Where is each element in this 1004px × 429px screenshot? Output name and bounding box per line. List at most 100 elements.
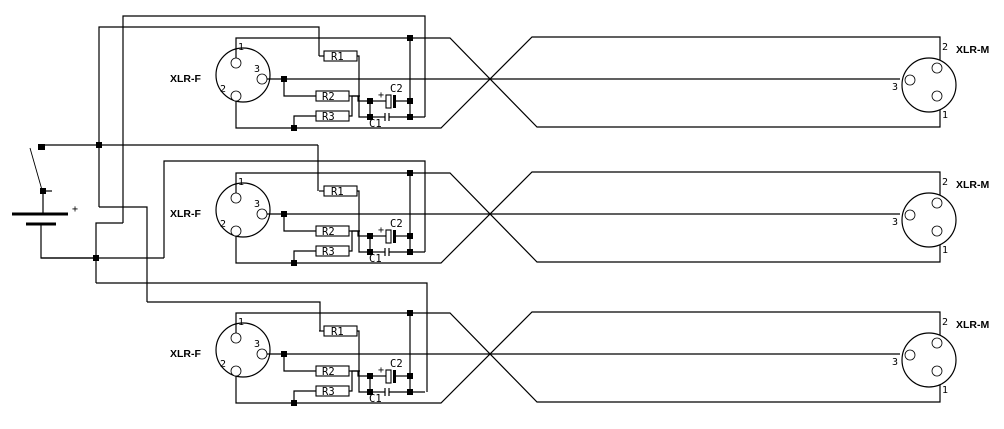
wire	[98, 26, 320, 207]
pin-1	[931, 365, 943, 377]
c2-plus-mark: +	[378, 90, 384, 101]
wire	[163, 160, 426, 258]
connector-body	[901, 332, 957, 388]
pin-1	[931, 225, 943, 237]
r3-label: R3	[322, 246, 335, 258]
c2-plate-negative	[393, 370, 396, 383]
xlr-m-label: XLR-M	[956, 319, 989, 331]
c1-label: C1	[369, 253, 382, 265]
pin-1-label: 1	[942, 245, 948, 256]
pin-3-label: 3	[254, 339, 260, 350]
wire	[147, 301, 321, 331]
c2-label: C2	[390, 83, 403, 95]
junction	[407, 114, 413, 120]
pin-1	[230, 332, 242, 344]
xlr-f-label: XLR-F	[170, 208, 201, 220]
pin-3	[256, 208, 268, 220]
r2-label: R2	[322, 366, 335, 378]
pin-3-label: 3	[254, 199, 260, 210]
wire	[122, 15, 426, 223]
wire	[235, 312, 941, 403]
battery-plus-label: +	[72, 204, 78, 215]
pin-3	[904, 74, 916, 86]
c1-label: C1	[369, 393, 382, 405]
bus-wiring	[41, 15, 428, 392]
r3-label: R3	[322, 111, 335, 123]
connector-body	[215, 182, 271, 238]
c2-label: C2	[390, 358, 403, 370]
c2-plate-negative	[393, 230, 396, 243]
pin-3	[256, 348, 268, 360]
wire	[235, 311, 941, 404]
r1-label: R1	[331, 326, 344, 338]
wire	[293, 115, 316, 128]
pin-2-label: 2	[220, 359, 226, 370]
wire	[283, 354, 316, 372]
pin-1-label: 1	[238, 317, 244, 328]
c2-plate-positive	[385, 94, 392, 109]
pin-2	[230, 225, 242, 237]
switch-lever	[29, 147, 43, 191]
wire	[95, 222, 123, 283]
wire	[293, 390, 316, 403]
xlr-f-label: XLR-F	[170, 348, 201, 360]
wire	[357, 330, 368, 393]
wire	[235, 172, 941, 263]
wire	[349, 230, 360, 252]
pin-1-label: 1	[238, 42, 244, 53]
pin-1	[230, 192, 242, 204]
xlr-female-connector: XLR-F 1 2 3	[170, 317, 271, 378]
junction	[407, 98, 413, 104]
pin-3	[256, 73, 268, 85]
pin-2-label: 2	[220, 84, 226, 95]
wire	[283, 79, 316, 97]
c2-plate-positive	[385, 229, 392, 244]
pin-2	[230, 365, 242, 377]
pin-3-label: 3	[892, 217, 898, 228]
junction	[407, 249, 413, 255]
pin-1-label: 1	[942, 110, 948, 121]
r1-label: R1	[331, 186, 344, 198]
wire	[235, 36, 941, 129]
wire	[357, 190, 368, 253]
c1-label: C1	[369, 118, 382, 130]
pin-1	[230, 57, 242, 69]
battery-return-wire	[40, 224, 96, 259]
r1-label: R1	[331, 51, 344, 63]
junction	[407, 233, 413, 239]
wire	[235, 171, 941, 264]
r2-label: R2	[322, 91, 335, 103]
wire	[235, 37, 941, 128]
power-supply: +	[12, 144, 96, 259]
pin-2-label: 2	[942, 42, 948, 53]
switch-contact	[38, 144, 45, 150]
pin-3-label: 3	[892, 82, 898, 93]
pin-2	[931, 62, 943, 74]
r2-label: R2	[322, 226, 335, 238]
pin-3	[904, 349, 916, 361]
pin-3-label: 3	[892, 357, 898, 368]
pin-2	[230, 90, 242, 102]
c2-plus-mark: +	[378, 225, 384, 236]
c2-plate-positive	[385, 369, 392, 384]
wire	[99, 206, 148, 302]
pin-3-label: 3	[254, 64, 260, 75]
wire	[293, 250, 316, 263]
junction	[407, 373, 413, 379]
pin-2	[931, 197, 943, 209]
pin-3	[904, 209, 916, 221]
r3-label: R3	[322, 386, 335, 398]
c2-label: C2	[390, 218, 403, 230]
wire	[349, 95, 360, 117]
junction	[93, 255, 99, 261]
wire	[357, 55, 368, 118]
pin-1	[931, 90, 943, 102]
connector-body	[215, 47, 271, 103]
